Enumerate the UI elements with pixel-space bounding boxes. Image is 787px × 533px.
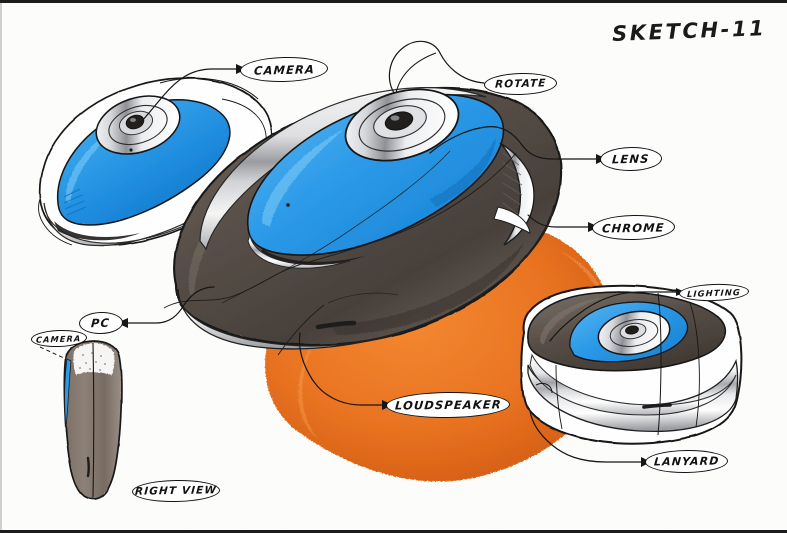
callout-camera-top-label: CAMERA (253, 61, 315, 78)
right-elevation-view (39, 340, 123, 500)
callout-chrome-label: CHROME (601, 219, 666, 236)
callout-lens-label: LENS (611, 151, 651, 167)
callout-loudspeaker-label: LOUDSPEAKER (394, 397, 502, 413)
callout-lighting-label: LIGHTING (686, 286, 742, 299)
callout-camera-small-label: CAMERA (36, 332, 82, 345)
callout-rotate-label: ROTATE (494, 77, 547, 91)
callout-lanyard-label: LANYARD (653, 454, 720, 469)
caption-right-view-label: RIGHT VIEW (134, 484, 218, 498)
lower-right-view (520, 284, 743, 445)
callout-pc-label: PC (91, 315, 111, 331)
